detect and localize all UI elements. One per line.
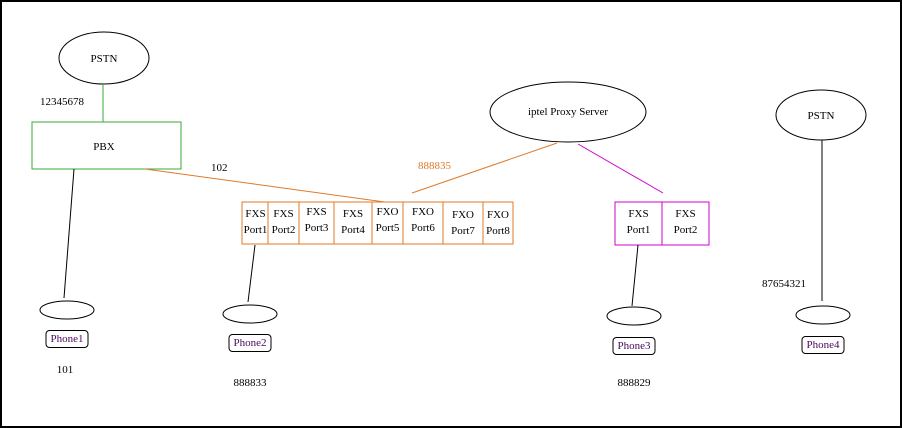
phone1-label: Phone1 [45,330,89,348]
phone2-number: 888833 [233,377,267,389]
pstn-right-label: PSTN [807,110,835,122]
pstn-left-label: PSTN [90,53,118,65]
phone3-number: 888829 [617,377,651,389]
phone3-handset [606,306,662,326]
phone3-label: Phone3 [612,337,656,355]
phone1-number: 101 [56,364,74,376]
pstn-right-number: 87654321 [762,278,806,290]
phone1-handset [39,300,95,320]
pstn-pbx-number: 12345678 [40,96,84,108]
phone2-label: Phone2 [228,334,272,352]
proxy-gateway-b-link [577,143,664,194]
phone4-handset [795,305,851,325]
phone2-handset [222,304,278,324]
phone4-label: Phone4 [801,336,845,354]
gateway-a-proxy-link [411,142,558,194]
gateway-a-dividers [267,202,484,244]
gateway-a-box [241,201,514,245]
pstn-left-node [58,31,150,85]
pbx-gateway-link [144,168,386,203]
pbx-phone1-link [63,168,75,299]
pbx-ext-102: 102 [211,162,228,174]
gateway-b-phone3-link [631,244,639,307]
pbx-node [31,121,182,170]
proxy-node [489,81,647,143]
gateway-a-phone2-link [247,244,256,303]
pstn-right-node [775,89,867,141]
proxy-label: iptel Proxy Server [527,106,609,118]
pbx-label: PBX [93,141,115,153]
gateway-a-account: 888835 [418,160,451,172]
